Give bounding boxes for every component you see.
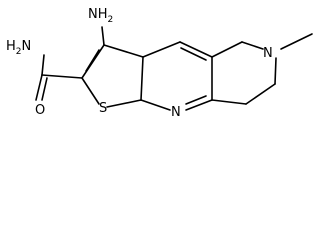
- bond: [81, 44, 105, 79]
- amine-label: NH2: [88, 7, 113, 25]
- bond: [41, 74, 83, 79]
- bond: [241, 41, 264, 50]
- bond: [185, 99, 213, 111]
- bond: [35, 74, 43, 101]
- structure-diagram: NH2 H2N O S N N: [6, 7, 313, 120]
- bond: [103, 44, 144, 58]
- bond: [185, 95, 207, 105]
- ring-n-label: N: [263, 46, 273, 61]
- bond: [41, 77, 48, 101]
- bond: [179, 41, 213, 58]
- bond: [245, 83, 276, 105]
- amide-o-label: O: [35, 103, 45, 118]
- sulfur-label: S: [99, 101, 107, 116]
- bond: [180, 47, 207, 61]
- bond: [85, 49, 100, 72]
- bond: [274, 57, 277, 85]
- atom-labels: NH2 H2N O S N N: [6, 7, 273, 120]
- amide-n-label: H2N: [6, 39, 31, 57]
- bond: [280, 33, 313, 50]
- bond: [211, 99, 247, 105]
- chemical-structure: NH2 H2N O S N N: [6, 7, 313, 120]
- bond: [211, 41, 243, 58]
- bonds: [35, 26, 313, 111]
- pyridine-n-label: N: [171, 105, 181, 120]
- bond: [140, 56, 144, 101]
- bond: [101, 26, 105, 46]
- bond: [81, 77, 100, 105]
- bond: [41, 54, 45, 76]
- bond: [140, 99, 171, 111]
- bond: [142, 41, 181, 58]
- bond: [106, 99, 142, 108]
